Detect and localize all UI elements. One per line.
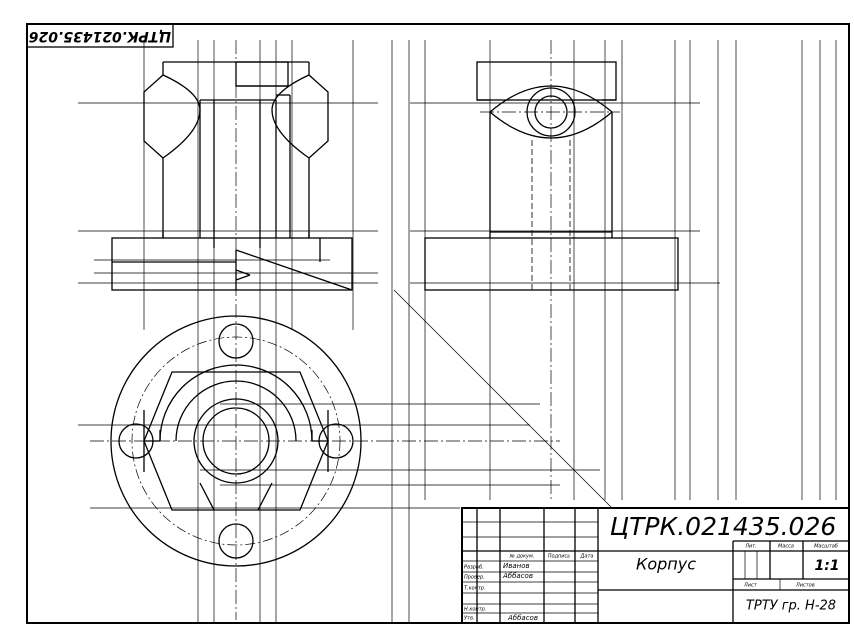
col-mass-label: Масса	[778, 544, 794, 550]
col-lit-label: Лит.	[744, 544, 757, 550]
top-view	[110, 315, 362, 567]
row-check-name: Аббасов	[502, 572, 533, 580]
row-ncontrol-label: Н.контр.	[464, 607, 486, 613]
row-dev-name: Иванов	[503, 562, 530, 570]
col-sheets-label: Листов	[795, 583, 815, 589]
part-name-text: Корпус	[636, 555, 696, 574]
corner-code: ЦТРК.021435.026	[28, 28, 171, 44]
side-view	[424, 61, 679, 291]
row-approve-name: Аббасов	[507, 614, 538, 622]
sheet-frame	[26, 23, 850, 624]
header-date-label: Дата	[580, 554, 594, 560]
organization-text: ТРТУ гр. Н-28	[746, 599, 836, 614]
row-tcontrol-label: Т.контр.	[464, 586, 486, 592]
scale-value-text: 1:1	[814, 558, 839, 574]
designation-text: ЦТРК.021435.026	[610, 512, 837, 541]
row-approve-label: Утв.	[464, 616, 475, 622]
header-sign-label: Подпись	[548, 554, 571, 560]
front-view	[111, 61, 353, 291]
col-scale-label: Масштаб	[814, 544, 838, 550]
col-sheet-label: Лист	[743, 583, 758, 589]
corner-code-box: ЦТРК.021435.026	[26, 23, 174, 48]
title-block: ЦТРК.021435.026 Корпус 1:1 ТРТУ гр. Н-28…	[461, 507, 850, 624]
header-doc-label: № докум.	[509, 554, 535, 560]
row-dev-label: Разраб.	[464, 565, 484, 571]
center-lines	[90, 40, 620, 620]
row-check-label: Провер.	[464, 575, 485, 581]
construction-lines	[78, 40, 837, 623]
